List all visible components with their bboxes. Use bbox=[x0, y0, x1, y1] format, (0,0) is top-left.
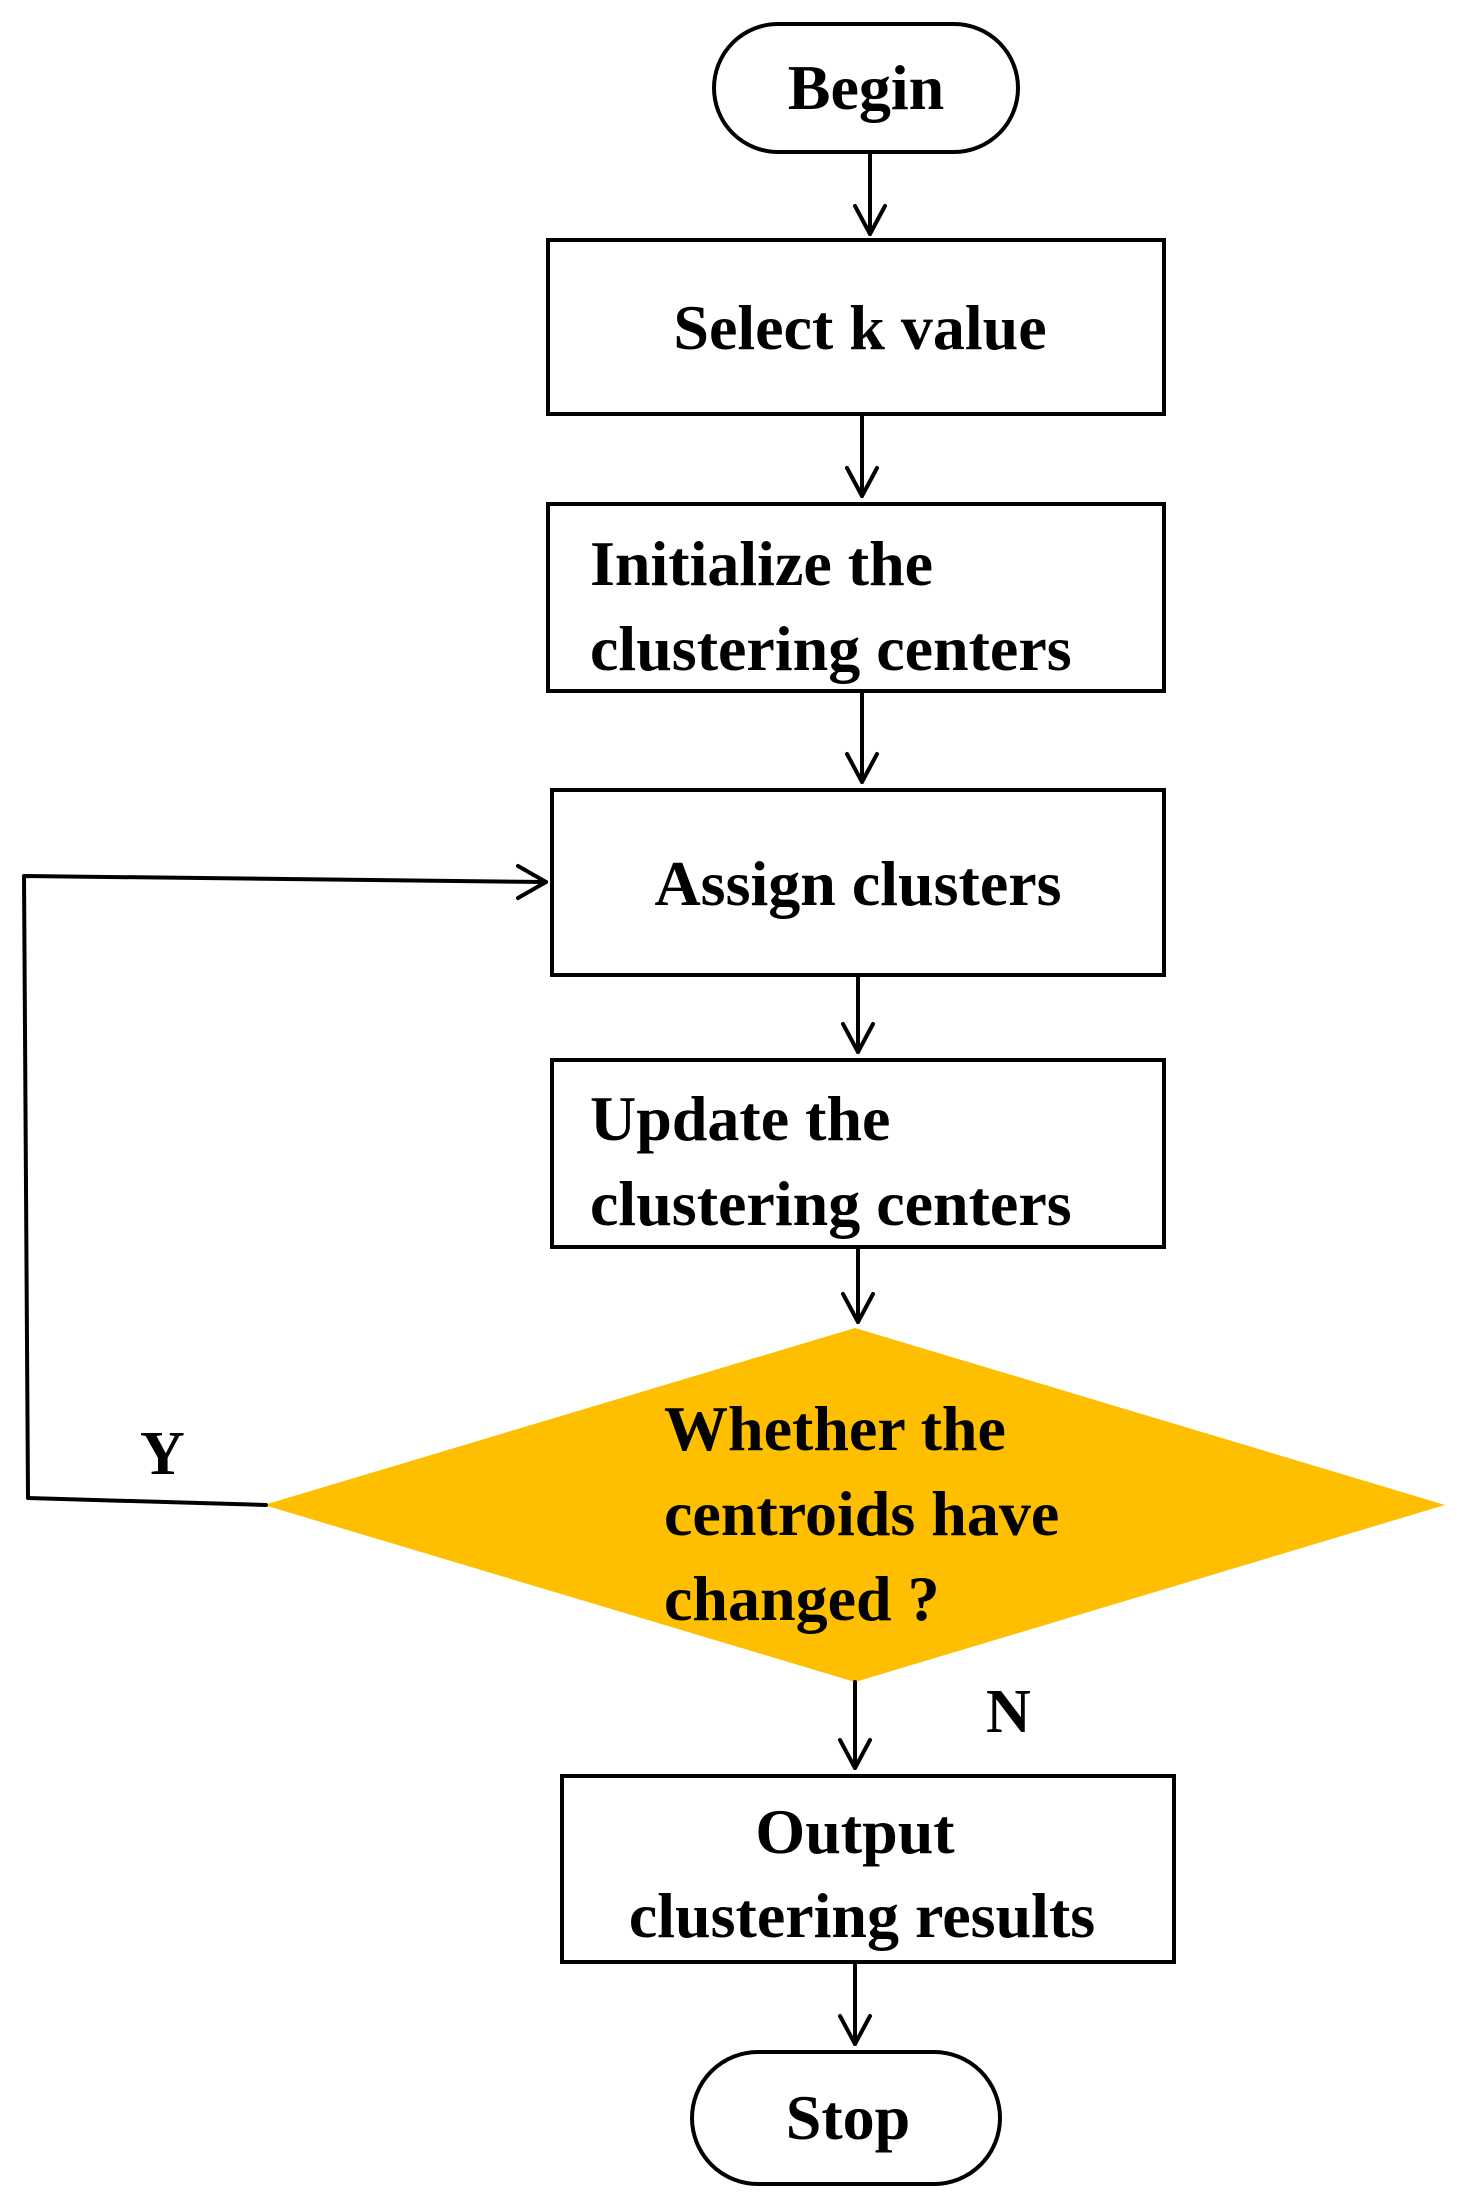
assign-shape bbox=[550, 788, 1166, 977]
begin-node: Begin bbox=[712, 22, 1020, 154]
output-label-line-2: clustering results bbox=[629, 1880, 1095, 1951]
update-label-line-1: Update the bbox=[590, 1083, 890, 1154]
select-k-shape bbox=[546, 238, 1166, 416]
initialize-shape bbox=[546, 502, 1166, 693]
stop-shape bbox=[690, 2050, 1002, 2186]
initialize-node: Initialize the clustering centers bbox=[546, 502, 1166, 693]
begin-shape bbox=[712, 22, 1020, 154]
update-node: Update the clustering centers bbox=[550, 1058, 1166, 1249]
begin-label: Begin bbox=[788, 52, 944, 123]
decision-label-line-1: Whether the bbox=[664, 1393, 1006, 1464]
output-shape bbox=[560, 1774, 1176, 1964]
branch-yes-label: Y bbox=[140, 1420, 185, 1488]
stop-label: Stop bbox=[786, 2082, 911, 2153]
select-k-node: Select k value bbox=[546, 238, 1166, 416]
decision-node: Whether the centroids have changed ? bbox=[264, 1328, 1445, 1682]
arrow-output-to-stop bbox=[838, 1962, 872, 2046]
assign-node: Assign clusters bbox=[550, 788, 1166, 977]
decision-label-line-3: changed ? bbox=[664, 1563, 940, 1634]
output-node: Output clustering results bbox=[560, 1774, 1176, 1964]
initialize-label-line-2: clustering centers bbox=[590, 613, 1072, 684]
arrow-begin-to-select bbox=[853, 152, 887, 236]
initialize-label-line-1: Initialize the bbox=[590, 528, 933, 599]
assign-label: Assign clusters bbox=[654, 848, 1061, 919]
arrow-initialize-to-assign bbox=[845, 691, 879, 784]
output-label-line-1: Output bbox=[755, 1796, 955, 1867]
arrow-select-to-initialize bbox=[845, 414, 879, 498]
decision-label-line-2: centroids have bbox=[664, 1478, 1059, 1549]
arrow-update-to-decision bbox=[841, 1247, 875, 1324]
decision-shape bbox=[264, 1328, 1445, 1682]
select-k-label: Select k value bbox=[673, 292, 1046, 363]
stop-node: Stop bbox=[690, 2050, 1002, 2186]
arrow-decision-to-output bbox=[838, 1680, 872, 1770]
arrow-assign-to-update bbox=[841, 975, 875, 1054]
arrow-loop-back-to-assign bbox=[22, 864, 548, 1507]
branch-no-label: N bbox=[986, 1678, 1031, 1746]
update-label-line-2: clustering centers bbox=[590, 1168, 1072, 1239]
